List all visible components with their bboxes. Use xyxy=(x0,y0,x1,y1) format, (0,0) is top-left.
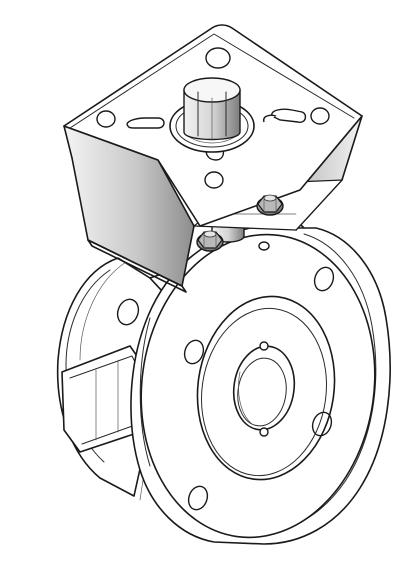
flange-bolt-hole-icon xyxy=(183,339,205,365)
flange-bolt-hole-icon xyxy=(313,266,335,292)
bracket-mount-hole-icon xyxy=(96,110,116,128)
bracket-bolt-right xyxy=(256,194,284,216)
valve-body-rear xyxy=(56,257,177,497)
stem-square-drive xyxy=(183,77,241,141)
bracket-mount-hole-icon xyxy=(204,171,224,189)
bracket-slot-icon xyxy=(271,108,307,123)
bracket-mount-hole-icon xyxy=(310,107,330,125)
face-screw-hole-icon xyxy=(259,341,269,351)
flange-bolt-hole-icon xyxy=(187,485,209,511)
bracket-bolt-left xyxy=(196,230,224,252)
bracket-slot-icon xyxy=(126,117,165,129)
bracket-slot-icon xyxy=(263,114,277,123)
face-screw-hole-icon xyxy=(259,427,269,437)
bracket-mount-hole-icon xyxy=(205,47,231,69)
neck-pin-hole-icon xyxy=(258,241,270,251)
valve-front-flange xyxy=(130,227,391,545)
rear-flange-bolt-hole-icon xyxy=(116,298,140,326)
